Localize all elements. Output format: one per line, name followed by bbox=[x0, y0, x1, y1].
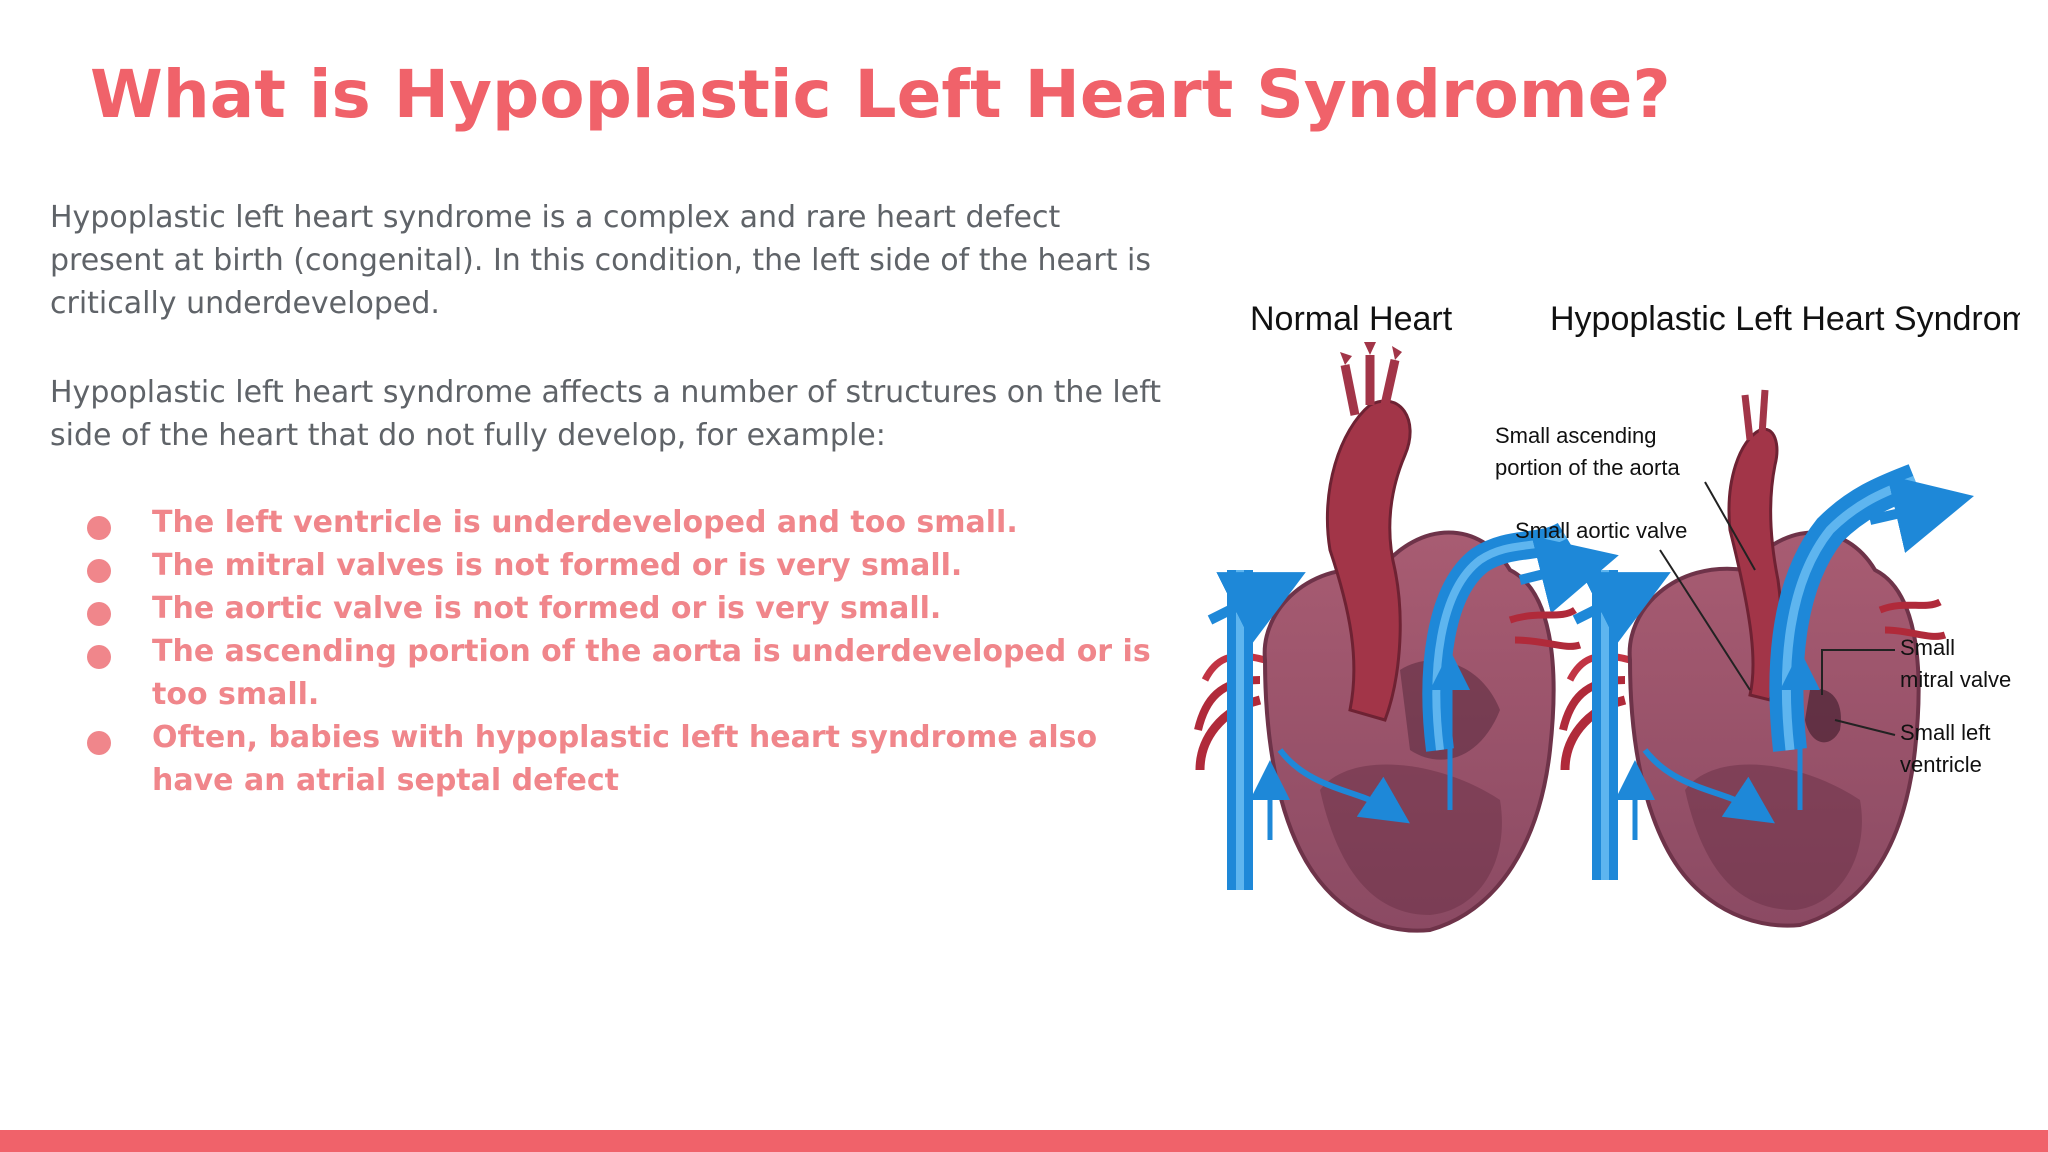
bullet-text: The ascending portion of the aorta is un… bbox=[152, 634, 1151, 712]
bullet-dot-icon bbox=[87, 602, 111, 626]
annotation-ascending-aorta-line1: Small ascending bbox=[1495, 423, 1656, 448]
annotation-left-ventricle-line2: ventricle bbox=[1900, 752, 1982, 777]
annotation-aortic-valve: Small aortic valve bbox=[1515, 518, 1687, 543]
bullet-text: The mitral valves is not formed or is ve… bbox=[152, 548, 963, 583]
bottom-accent-bar bbox=[0, 1130, 2048, 1152]
annotation-mitral-valve-line2: mitral valve bbox=[1900, 667, 2011, 692]
bullet-item: The left ventricle is underdeveloped and… bbox=[50, 501, 1160, 544]
annotation-ascending-aorta-line2: portion of the aorta bbox=[1495, 455, 1680, 480]
bullet-text: The left ventricle is underdeveloped and… bbox=[152, 505, 1018, 540]
slide-title: What is Hypoplastic Left Heart Syndrome? bbox=[90, 56, 1671, 133]
annotation-left-ventricle-line1: Small left bbox=[1900, 720, 1990, 745]
bullet-text: The aortic valve is not formed or is ver… bbox=[152, 591, 942, 626]
hlhs-label: Hypoplastic Left Heart Syndrome bbox=[1550, 300, 2020, 338]
bullet-item: The mitral valves is not formed or is ve… bbox=[50, 544, 1160, 587]
structures-paragraph: Hypoplastic left heart syndrome affects … bbox=[50, 375, 1162, 453]
annotation-mitral-valve-line1: Small bbox=[1900, 635, 1955, 660]
bullet-dot-icon bbox=[87, 731, 111, 755]
normal-heart-label: Normal Heart bbox=[1250, 300, 1453, 338]
bullet-dot-icon bbox=[87, 516, 111, 540]
heart-comparison-diagram: Normal Heart Hypoplastic Left Heart Synd… bbox=[1180, 190, 2020, 950]
bullet-dot-icon bbox=[87, 645, 111, 669]
normal-heart-illustration bbox=[1194, 342, 1619, 933]
intro-paragraph: Hypoplastic left heart syndrome is a com… bbox=[50, 200, 1151, 321]
bullet-item: The ascending portion of the aorta is un… bbox=[50, 630, 1160, 716]
diagram-annotations: Small ascending portion of the aorta Sma… bbox=[1495, 423, 2011, 777]
bullet-text: Often, babies with hypoplastic left hear… bbox=[152, 720, 1098, 798]
defect-bullet-list: The left ventricle is underdeveloped and… bbox=[50, 501, 1160, 802]
hlhs-heart-illustration bbox=[1559, 389, 1974, 928]
bullet-item: The aortic valve is not formed or is ver… bbox=[50, 587, 1160, 630]
bullet-dot-icon bbox=[87, 559, 111, 583]
bullet-item: Often, babies with hypoplastic left hear… bbox=[50, 716, 1160, 802]
